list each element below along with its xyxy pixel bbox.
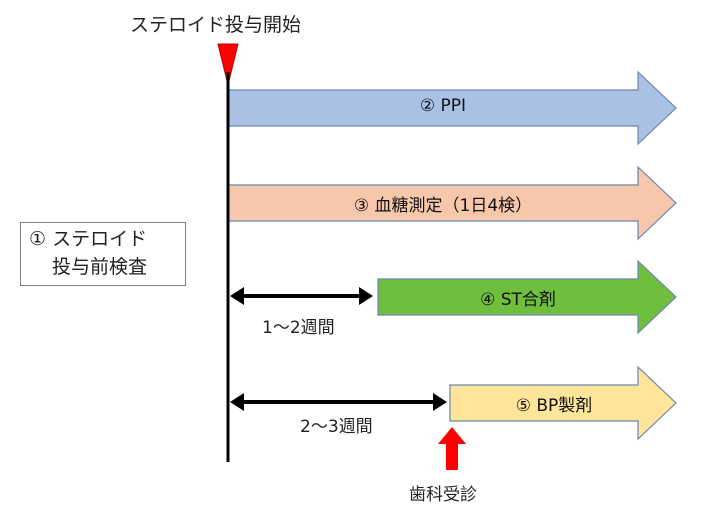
blood-glucose-arrow — [227, 165, 677, 241]
blood-glucose-label: ③ 血糖測定（1日4検） — [353, 196, 533, 216]
interval-2-label: 2～3週間 — [300, 417, 373, 437]
start-marker-triangle — [217, 43, 239, 86]
ppi-label: ② PPI — [419, 96, 467, 116]
bp-preparation-label: ⑤ BP製剤 — [515, 396, 593, 416]
st-combination-label: ④ ST合剤 — [480, 290, 556, 310]
pre-check-line2: 投与前検査 — [52, 256, 148, 278]
dental-visit-arrow — [438, 427, 466, 470]
ppi-arrow — [227, 70, 677, 146]
diagram-title: ステロイド投与開始 — [130, 14, 302, 36]
dental-visit-label: 歯科受診 — [409, 485, 477, 505]
st-combination-arrow — [377, 259, 677, 335]
pre-check-box: ① ステロイド 投与前検査 — [20, 222, 186, 286]
interval-1-double-arrow — [230, 287, 373, 305]
pre-check-line1: ① ステロイド — [29, 228, 148, 250]
interval-2-double-arrow — [230, 393, 447, 411]
interval-1-label: 1～2週間 — [262, 318, 335, 338]
bp-preparation-arrow — [449, 365, 677, 441]
